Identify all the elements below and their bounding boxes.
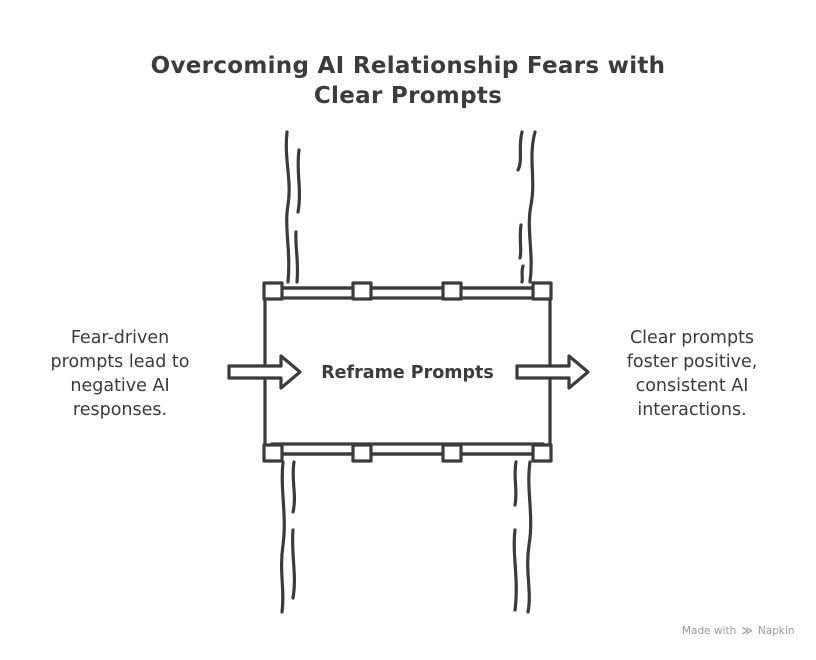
post-bottom-3 xyxy=(443,445,461,461)
post-top-3 xyxy=(443,283,461,299)
left-description: Fear-driven prompts lead to negative AI … xyxy=(20,326,220,422)
river-bank-upper-left xyxy=(286,132,299,282)
left-description-line: negative AI xyxy=(20,374,220,398)
left-description-line: prompts lead to xyxy=(20,350,220,374)
river-bank-lower-left xyxy=(282,462,295,612)
right-description: Clear prompts foster positive, consisten… xyxy=(592,326,792,422)
river-bank-upper-right xyxy=(518,132,535,282)
left-description-line: responses. xyxy=(20,398,220,422)
right-description-line: interactions. xyxy=(592,398,792,422)
post-top-4 xyxy=(533,283,551,299)
napkin-logo-icon: ≫ xyxy=(742,625,753,637)
right-description-line: Clear prompts xyxy=(592,326,792,350)
post-top-2 xyxy=(353,283,371,299)
made-with-label: Made with xyxy=(682,625,736,637)
post-bottom-4 xyxy=(533,445,551,461)
river-bank-lower-right xyxy=(514,462,530,612)
post-bottom-2 xyxy=(353,445,371,461)
diagram-title-line-1: Overcoming AI Relationship Fears with xyxy=(0,51,816,81)
bridge-label: Reframe Prompts xyxy=(300,361,515,385)
post-top-1 xyxy=(264,283,282,299)
napkin-brand-label: Napkin xyxy=(758,625,795,637)
diagram-title-line-2: Clear Prompts xyxy=(0,81,816,111)
left-description-line: Fear-driven xyxy=(20,326,220,350)
right-description-line: foster positive, xyxy=(592,350,792,374)
right-description-line: consistent AI xyxy=(592,374,792,398)
post-bottom-1 xyxy=(264,445,282,461)
made-with-napkin-footer[interactable]: Made with ≫ Napkin xyxy=(682,625,795,637)
